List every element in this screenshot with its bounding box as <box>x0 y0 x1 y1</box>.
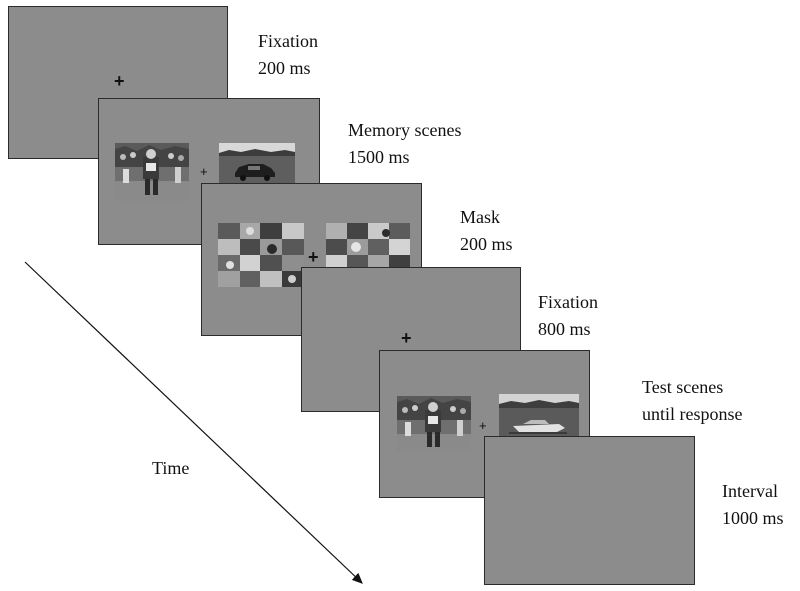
time-label: Time <box>152 455 189 482</box>
memory-title: Memory scenes <box>348 120 462 140</box>
football-player-scene-test-icon <box>397 396 471 452</box>
fixation-1-title: Fixation <box>258 31 319 51</box>
test-screen: + <box>379 350 590 498</box>
boat-on-water-scene-icon <box>499 394 579 438</box>
memory-cross: + <box>200 164 208 179</box>
fixation-2-title: Fixation <box>538 292 599 312</box>
mask-title: Mask <box>460 207 500 227</box>
memory-label: Memory scenes 1500 ms <box>348 117 461 171</box>
test-cross: + <box>479 418 487 433</box>
test-title: Test scenes <box>642 377 724 397</box>
interval-duration: 1000 ms <box>722 508 784 528</box>
fixation-2-cross: + <box>401 328 412 348</box>
test-duration: until response <box>642 404 743 424</box>
mask-label: Mask 200 ms <box>460 204 513 258</box>
interval-label: Interval 1000 ms <box>722 478 784 532</box>
football-player-scene-icon <box>115 143 189 201</box>
test-label: Test scenes until response <box>642 374 743 428</box>
fixation-cross: + <box>114 71 125 91</box>
interval-screen <box>484 436 695 585</box>
fixation-1-duration: 200 ms <box>258 58 311 78</box>
fixation-2-duration: 800 ms <box>538 319 591 339</box>
car-on-field-scene-icon <box>219 143 295 183</box>
mask-cross: + <box>308 247 319 267</box>
memory-duration: 1500 ms <box>348 147 410 167</box>
interval-title: Interval <box>722 481 778 501</box>
fixation-2-label: Fixation 800 ms <box>538 289 598 343</box>
time-label-text: Time <box>152 458 190 478</box>
mask-duration: 200 ms <box>460 234 513 254</box>
scrambled-mask-pattern-icon <box>218 223 304 287</box>
fixation-1-label: Fixation 200 ms <box>258 28 318 82</box>
